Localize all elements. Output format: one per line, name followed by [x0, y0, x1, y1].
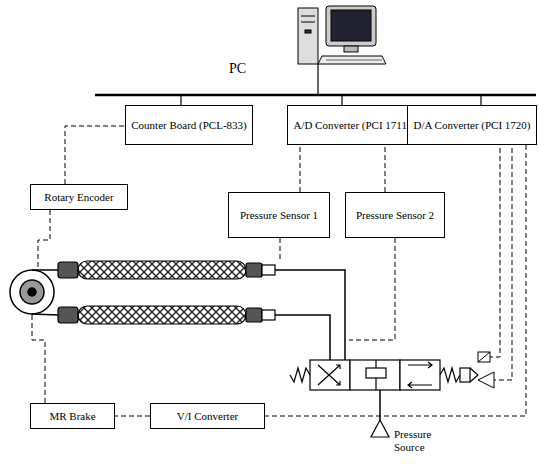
box-label: MR Brake: [49, 410, 95, 423]
component-box: Pressure Sensor 1: [228, 192, 330, 238]
pressure-source-symbol: [371, 420, 389, 437]
signal-connector: [385, 145, 386, 192]
component-box: MR Brake: [30, 403, 115, 429]
pc-bus: [95, 94, 536, 97]
text-label: PC: [228, 62, 260, 75]
box-label: Pressure Sensor 1: [240, 209, 318, 222]
box-label: A/D Converter (PCI 1711): [293, 119, 410, 132]
box-label: Rotary Encoder: [44, 191, 113, 204]
air-line: [275, 270, 380, 420]
text-label: Pressure Source: [393, 428, 457, 454]
pulley: [10, 270, 58, 315]
component-box: Rotary Encoder: [30, 184, 128, 210]
bus-taps: [181, 62, 481, 105]
box-label: Pressure Sensor 2: [356, 209, 434, 222]
signal-connector: [300, 145, 301, 192]
servo-valve: [290, 360, 478, 390]
computer-icon: [298, 6, 386, 64]
signal-connector: [265, 145, 526, 416]
box-label: V/I Converter: [177, 410, 238, 423]
component-box: Counter Board (PCL-833): [125, 105, 253, 145]
pneumatic-muscle: [58, 261, 275, 324]
component-box: A/D Converter (PCI 1711): [287, 105, 417, 145]
signal-connector: [65, 126, 125, 184]
signal-connector: [115, 416, 150, 417]
box-label: Counter Board (PCL-833): [131, 119, 246, 132]
component-box: D/A Converter (PCI 1720): [407, 105, 537, 145]
component-box: Pressure Sensor 2: [345, 192, 445, 238]
component-box: V/I Converter: [150, 403, 265, 429]
box-label: D/A Converter (PCI 1720): [413, 119, 530, 132]
